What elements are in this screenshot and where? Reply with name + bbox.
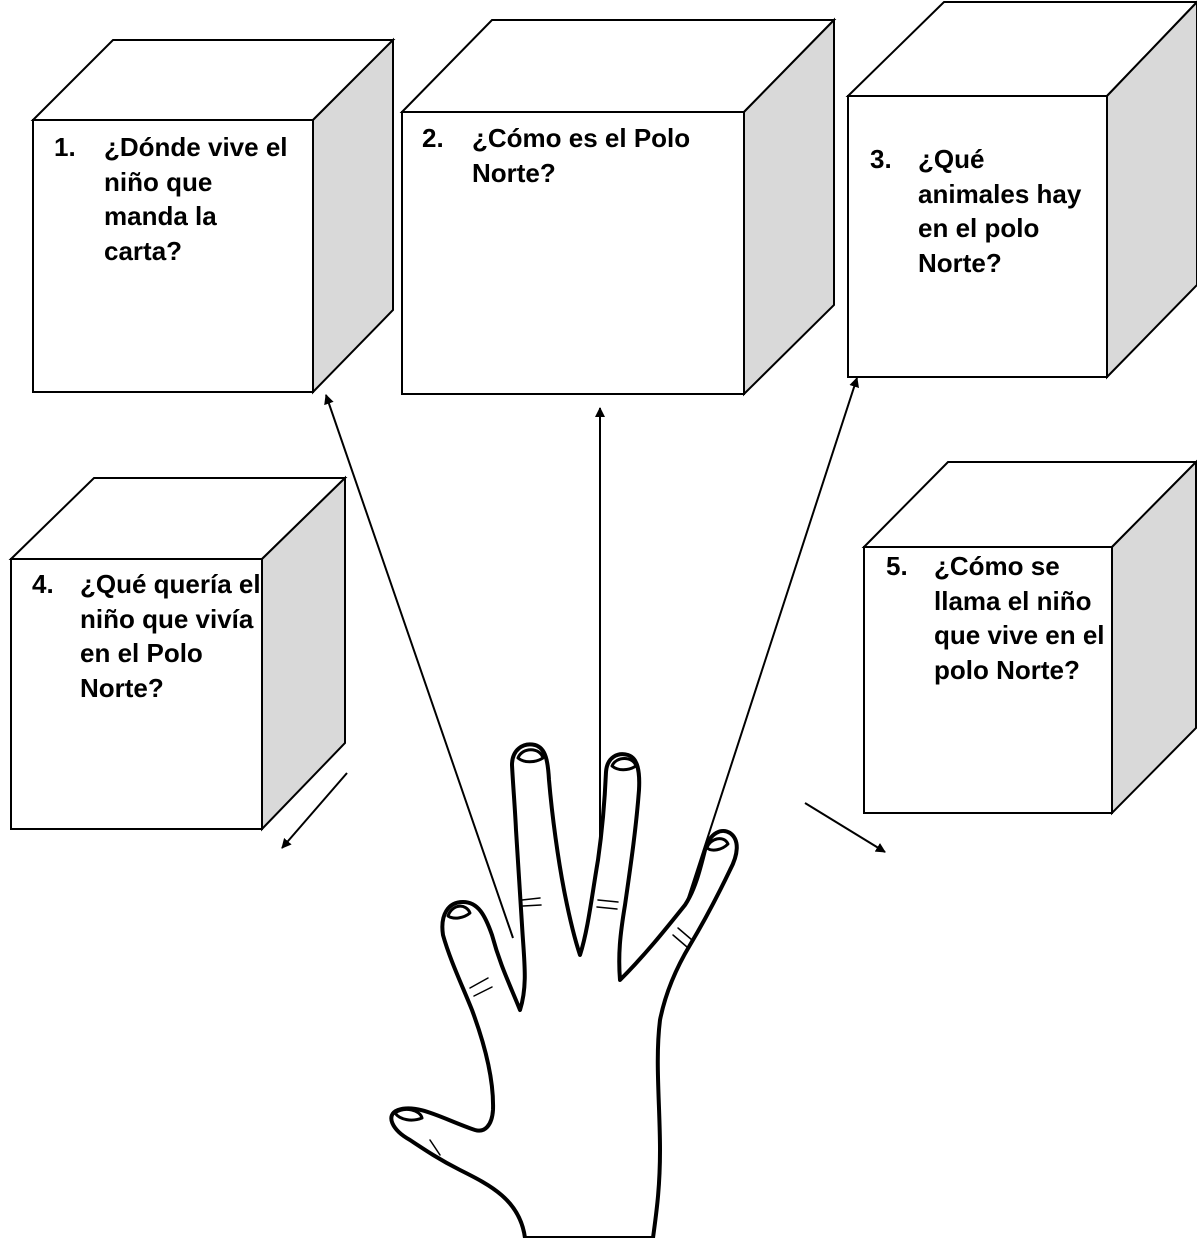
question-3-text: ¿Qué animales hay en el polo Norte? [918, 144, 1082, 278]
box-5-front [863, 546, 1113, 814]
arrow-to-box-1 [324, 394, 514, 939]
box-4-front [10, 558, 263, 830]
question-box-1 [30, 37, 396, 395]
question-2-text: ¿Cómo es el Polo Norte? [472, 123, 691, 188]
question-1-number: 1. [54, 132, 76, 162]
question-box-2 [399, 17, 837, 397]
question-1-text: ¿Dónde vive el niño que manda la carta? [104, 132, 288, 266]
question-box-5 [861, 459, 1197, 816]
box-3-front [847, 95, 1108, 378]
open-hand-icon [389, 742, 739, 1238]
box-2-front [401, 111, 745, 395]
arrow-to-box-5 [804, 802, 886, 853]
question-5-text: ¿Cómo se llama el niño que vive en el po… [934, 551, 1105, 685]
question-2-number: 2. [422, 123, 444, 153]
question-4-number: 4. [32, 569, 54, 599]
question-box-3 [845, 0, 1197, 380]
box-1-front [32, 119, 314, 393]
question-5-number: 5. [886, 551, 908, 581]
question-3-number: 3. [870, 144, 892, 174]
question-box-4 [8, 475, 348, 832]
arrow-to-box-4 [281, 772, 348, 849]
question-4-text: ¿Qué quería el niño que vivía en el Polo… [80, 569, 261, 703]
